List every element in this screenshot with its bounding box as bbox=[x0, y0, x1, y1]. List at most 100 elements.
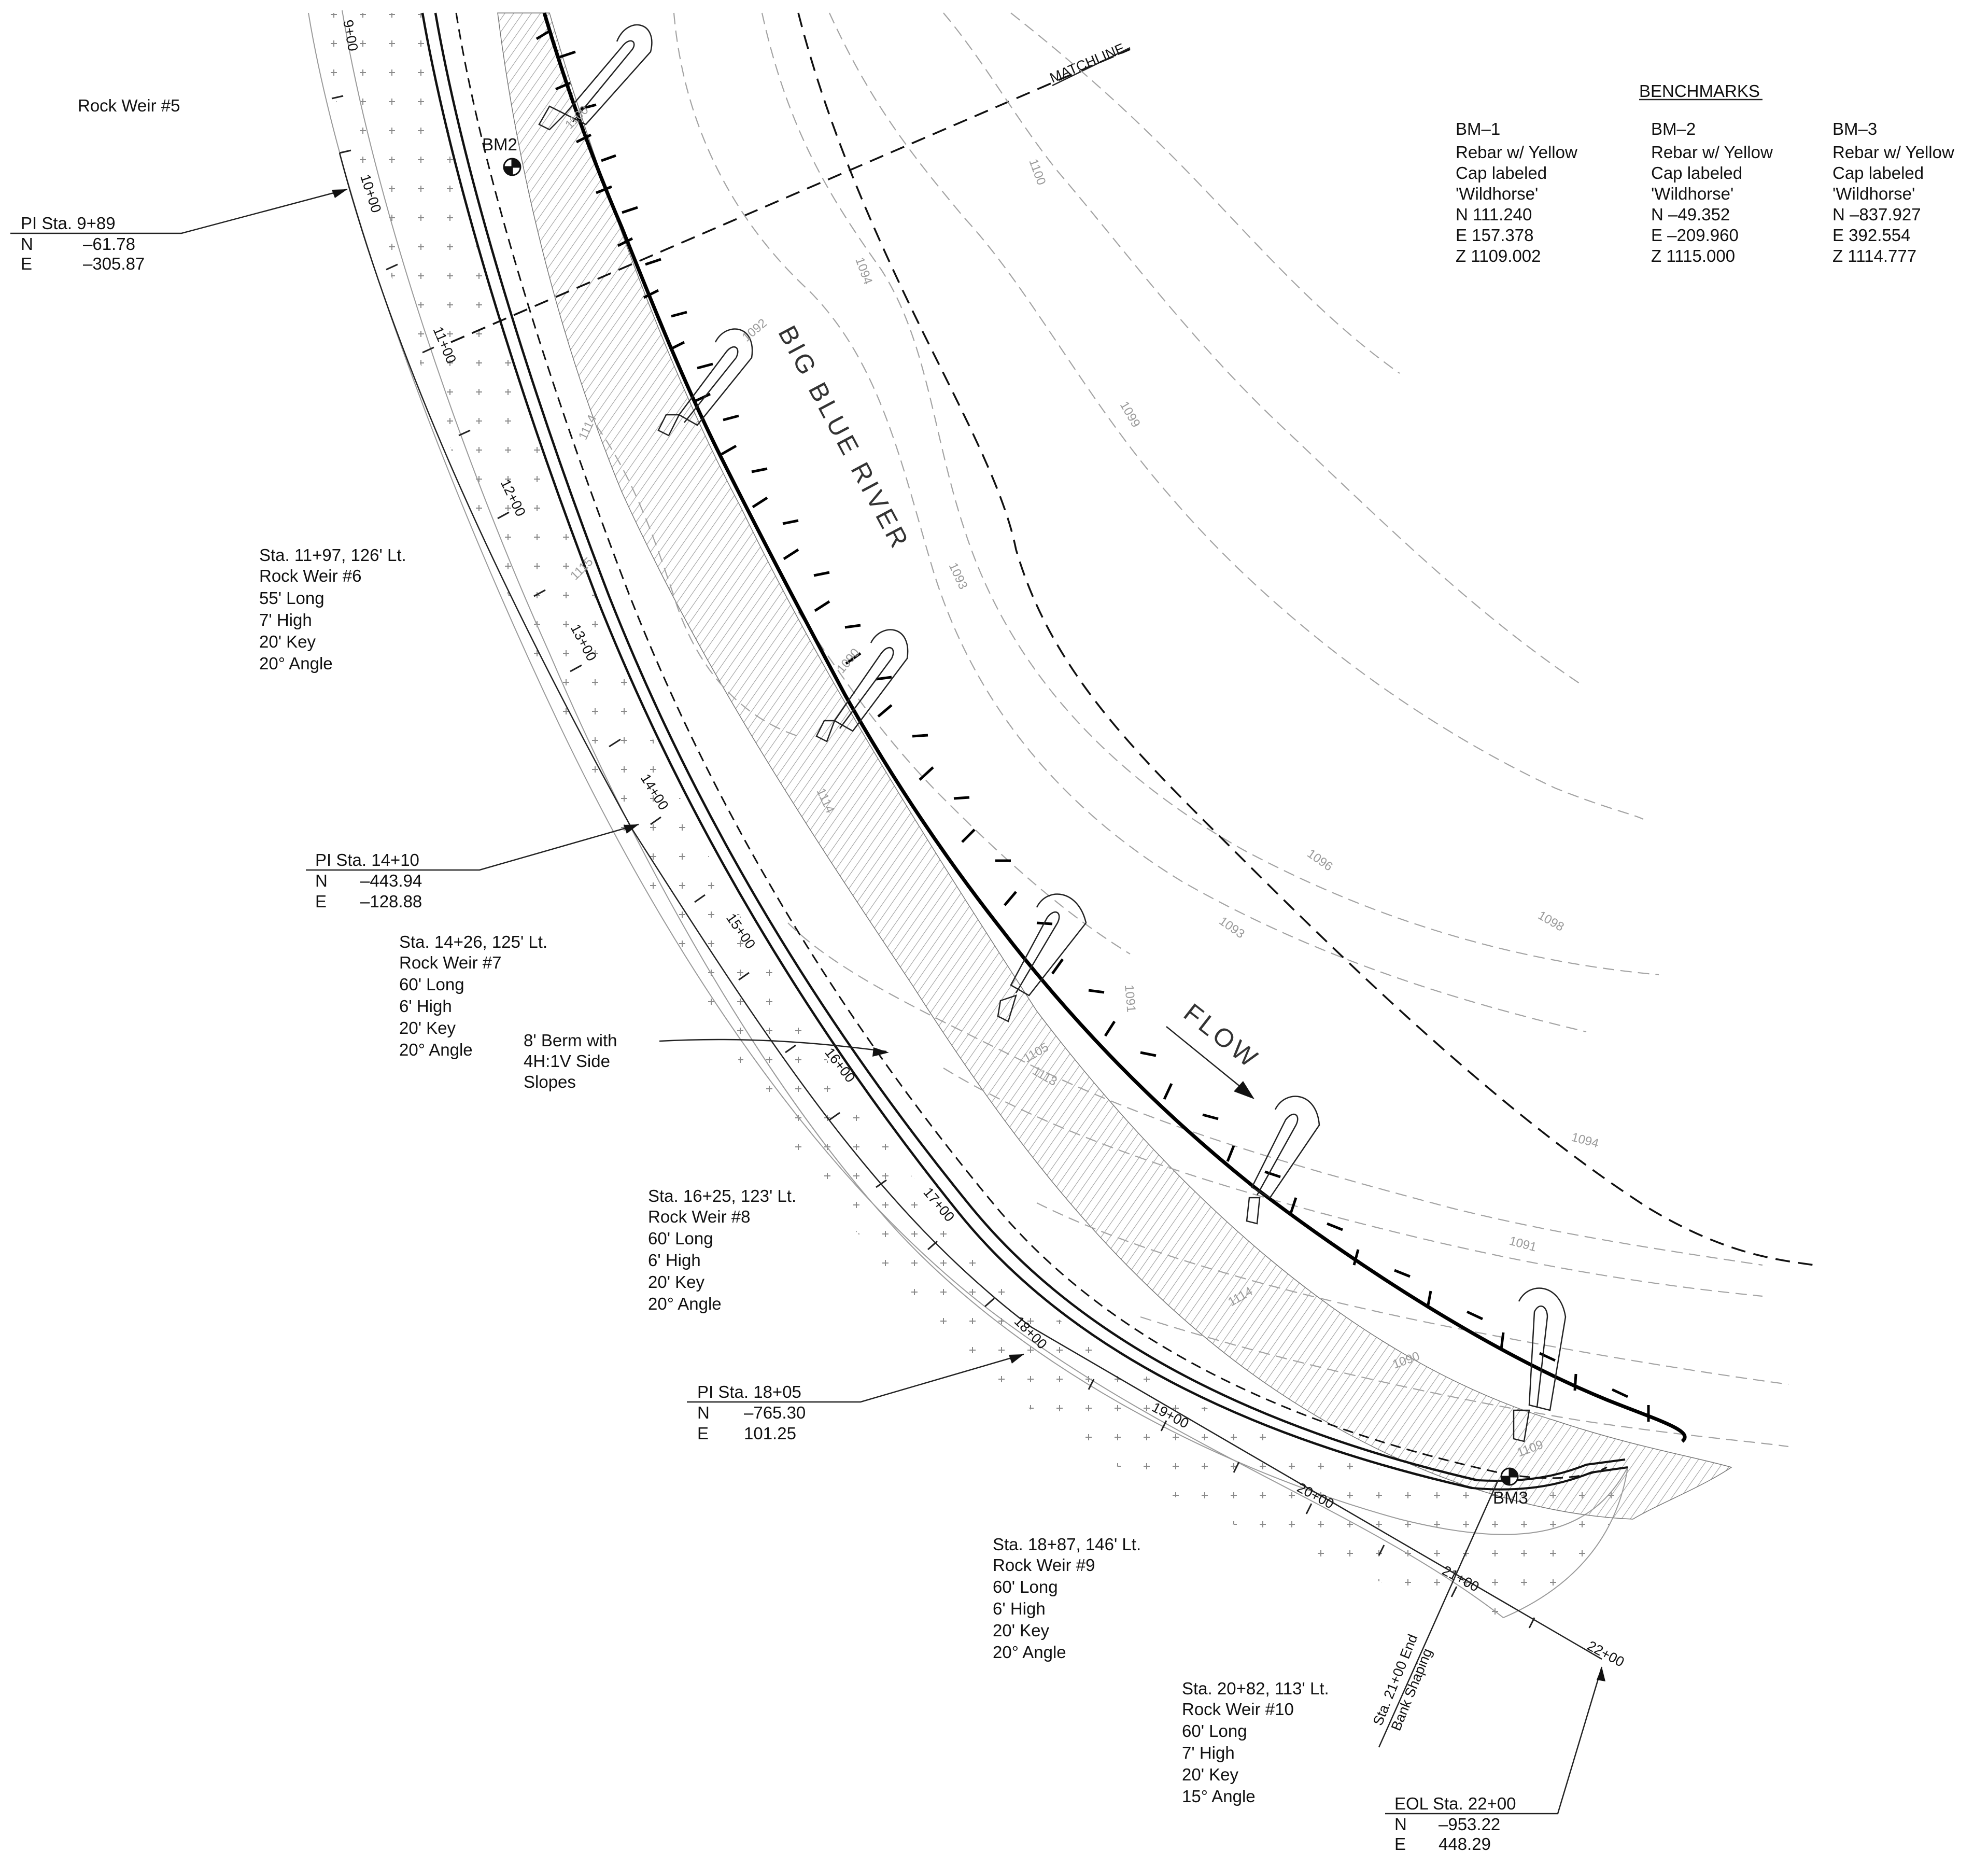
svg-text:448.29: 448.29 bbox=[1439, 1834, 1491, 1852]
svg-text:1091: 1091 bbox=[1122, 984, 1138, 1013]
svg-text:20' Key: 20' Key bbox=[993, 1621, 1050, 1640]
svg-text:6' High: 6' High bbox=[648, 1251, 701, 1270]
benchmark-bm2: BM–2 Rebar w/ Yellow Cap labeled 'Wildho… bbox=[1651, 119, 1773, 265]
svg-text:55' Long: 55' Long bbox=[259, 588, 325, 608]
svg-text:–765.30: –765.30 bbox=[744, 1403, 806, 1422]
eol-callout-22-00: EOL Sta. 22+00 N –953.22 E 448.29 bbox=[1385, 1666, 1605, 1852]
svg-text:Rock Weir #6: Rock Weir #6 bbox=[259, 566, 361, 585]
flow-arrow-head bbox=[1234, 1081, 1254, 1099]
vegetation-line bbox=[542, 12, 1687, 1443]
svg-text:8' Berm with: 8' Berm with bbox=[524, 1031, 617, 1050]
svg-text:–953.22: –953.22 bbox=[1439, 1815, 1500, 1834]
rock-weir-10 bbox=[1513, 1287, 1567, 1442]
weir-note-8: Sta. 16+25, 123' Lt. Rock Weir #8 60' Lo… bbox=[648, 1186, 796, 1313]
svg-text:20° Angle: 20° Angle bbox=[993, 1643, 1066, 1662]
svg-text:20° Angle: 20° Angle bbox=[648, 1294, 722, 1313]
svg-text:1094: 1094 bbox=[1570, 1130, 1600, 1151]
bm3-label: BM3 bbox=[1493, 1488, 1528, 1507]
svg-text:15° Angle: 15° Angle bbox=[1182, 1787, 1256, 1806]
benchmark-bm1: BM–1 Rebar w/ Yellow Cap labeled 'Wildho… bbox=[1456, 119, 1577, 265]
bank-slope-hatch bbox=[497, 12, 1732, 1520]
benchmark-bm3: BM–3 Rebar w/ Yellow Cap labeled 'Wildho… bbox=[1832, 119, 1954, 265]
svg-text:Rock Weir #8: Rock Weir #8 bbox=[648, 1207, 750, 1226]
svg-text:1094: 1094 bbox=[852, 256, 875, 286]
svg-text:E 157.378: E 157.378 bbox=[1456, 226, 1533, 245]
svg-text:Cap labeled: Cap labeled bbox=[1651, 163, 1742, 183]
weir-note-6: Sta. 11+97, 126' Lt. Rock Weir #6 55' Lo… bbox=[259, 545, 406, 673]
pi-callout-18-05: PI Sta. 18+05 N –765.30 E 101.25 bbox=[687, 1353, 1024, 1443]
rock-weir-8 bbox=[997, 893, 1087, 1022]
svg-text:E: E bbox=[21, 254, 32, 273]
svg-text:Z 1114.777: Z 1114.777 bbox=[1832, 246, 1916, 265]
bm2-label: BM2 bbox=[482, 135, 517, 154]
svg-text:4H:1V Side: 4H:1V Side bbox=[524, 1051, 610, 1071]
bm3-marker-icon bbox=[1500, 1467, 1519, 1486]
weir-note-7: Sta. 14+26, 125' Lt. Rock Weir #7 60' Lo… bbox=[399, 932, 547, 1059]
svg-text:N –837.927: N –837.927 bbox=[1832, 205, 1921, 224]
station-ticks bbox=[331, 95, 1535, 1629]
svg-text:20' Key: 20' Key bbox=[399, 1018, 456, 1037]
svg-text:Rock Weir #9: Rock Weir #9 bbox=[993, 1555, 1095, 1575]
svg-text:PI Sta. 9+89: PI Sta. 9+89 bbox=[21, 214, 116, 233]
matchline-label: MATCHLINE bbox=[1048, 40, 1127, 86]
svg-text:N: N bbox=[697, 1403, 710, 1422]
svg-text:1091: 1091 bbox=[1507, 1234, 1538, 1255]
svg-text:20° Angle: 20° Angle bbox=[259, 654, 333, 673]
svg-text:Sta. 16+25, 123' Lt.: Sta. 16+25, 123' Lt. bbox=[648, 1186, 796, 1205]
station-22: 22+00 bbox=[1585, 1638, 1627, 1670]
berm-note: 8' Berm with 4H:1V Side Slopes bbox=[524, 1031, 889, 1091]
flow-arrow bbox=[1166, 1026, 1250, 1095]
svg-text:BM–2: BM–2 bbox=[1651, 119, 1696, 138]
svg-text:1114: 1114 bbox=[576, 413, 600, 442]
svg-text:N 111.240: N 111.240 bbox=[1456, 205, 1532, 224]
weir-note-9: Sta. 18+87, 146' Lt. Rock Weir #9 60' Lo… bbox=[993, 1535, 1141, 1662]
svg-text:Cap labeled: Cap labeled bbox=[1832, 163, 1924, 183]
bankfull-line bbox=[797, 12, 1815, 1266]
svg-text:Sta. 11+97, 126' Lt.: Sta. 11+97, 126' Lt. bbox=[259, 545, 406, 565]
pi-callout-9-89: PI Sta. 9+89 N –61.78 E –305.87 bbox=[10, 188, 348, 273]
svg-text:'Wildhorse': 'Wildhorse' bbox=[1651, 184, 1733, 203]
svg-text:60' Long: 60' Long bbox=[648, 1229, 713, 1248]
matchline bbox=[450, 48, 1131, 343]
svg-text:6' High: 6' High bbox=[993, 1599, 1046, 1618]
svg-text:Slopes: Slopes bbox=[524, 1072, 576, 1091]
flow-label: FLOW bbox=[1178, 998, 1265, 1075]
svg-text:N: N bbox=[21, 234, 33, 254]
svg-text:7' High: 7' High bbox=[1182, 1743, 1235, 1762]
svg-text:20' Key: 20' Key bbox=[259, 632, 316, 651]
benchmarks-heading: BENCHMARKS bbox=[1639, 81, 1760, 101]
svg-text:1092: 1092 bbox=[740, 316, 770, 345]
contour-labels: 1114 1115 1114 1114 1113 1100 1099 1094 … bbox=[562, 103, 1600, 1460]
river-label: BIG BLUE RIVER bbox=[772, 321, 915, 555]
svg-text:–305.87: –305.87 bbox=[83, 254, 145, 273]
svg-text:20' Key: 20' Key bbox=[648, 1272, 705, 1292]
svg-text:6' High: 6' High bbox=[399, 997, 452, 1016]
pi-callout-14-10: PI Sta. 14+10 N –443.94 E –128.88 bbox=[306, 823, 639, 911]
rock-weir-6 bbox=[657, 328, 753, 437]
svg-text:Sta. 20+82, 113' Lt.: Sta. 20+82, 113' Lt. bbox=[1182, 1679, 1329, 1698]
svg-text:PI Sta. 14+10: PI Sta. 14+10 bbox=[315, 850, 419, 869]
weir-note-10: Sta. 20+82, 113' Lt. Rock Weir #10 60' L… bbox=[1182, 1679, 1329, 1806]
svg-text:101.25: 101.25 bbox=[744, 1424, 796, 1443]
vegetation-texture bbox=[535, 30, 1650, 1422]
road-offset-dashed bbox=[455, 12, 1608, 1479]
svg-text:E: E bbox=[697, 1424, 709, 1443]
svg-text:20° Angle: 20° Angle bbox=[399, 1040, 473, 1059]
berm-fill bbox=[308, 13, 1628, 1618]
svg-text:N –49.352: N –49.352 bbox=[1651, 205, 1730, 224]
svg-text:'Wildhorse': 'Wildhorse' bbox=[1832, 184, 1915, 203]
svg-text:Z 1115.000: Z 1115.000 bbox=[1651, 246, 1735, 265]
svg-text:Rebar w/ Yellow: Rebar w/ Yellow bbox=[1832, 143, 1954, 162]
svg-text:EOL Sta. 22+00: EOL Sta. 22+00 bbox=[1394, 1794, 1516, 1813]
svg-text:1093: 1093 bbox=[1217, 914, 1247, 942]
bm2-marker-icon bbox=[503, 158, 521, 176]
rock-weir-5 bbox=[538, 24, 653, 131]
svg-text:60' Long: 60' Long bbox=[1182, 1721, 1247, 1741]
rock-weir-9 bbox=[1246, 1096, 1320, 1225]
svg-text:1096: 1096 bbox=[1305, 847, 1335, 874]
svg-text:–61.78: –61.78 bbox=[83, 234, 135, 254]
svg-text:–443.94: –443.94 bbox=[360, 871, 422, 890]
svg-text:–128.88: –128.88 bbox=[360, 892, 422, 911]
svg-text:E: E bbox=[1394, 1834, 1406, 1852]
